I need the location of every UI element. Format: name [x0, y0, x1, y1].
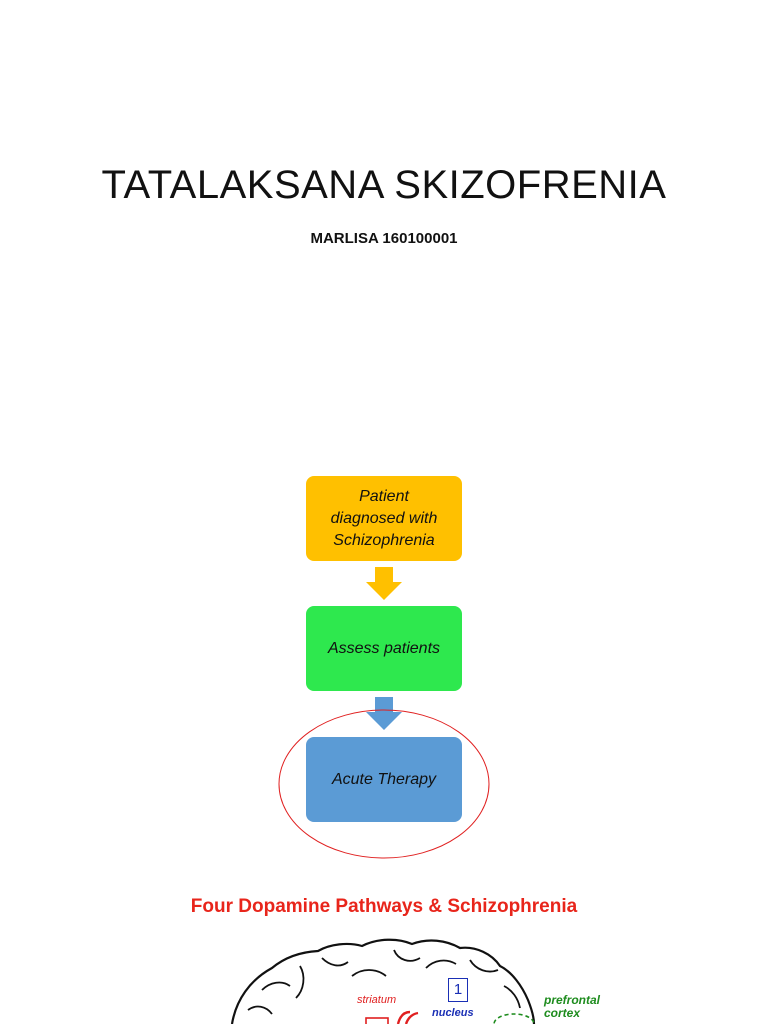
down-arrow-shape	[366, 697, 402, 730]
label-striatum: striatum	[357, 994, 397, 1006]
brain-fold	[469, 959, 499, 973]
brain-fold	[261, 981, 291, 991]
brain-outline	[230, 938, 536, 1024]
prefrontal-cortex-region	[493, 1013, 535, 1024]
highlight-ellipse-shape	[278, 709, 490, 859]
brain-fold	[321, 957, 349, 967]
label-nucleus-accumbens: nucleus	[432, 1007, 474, 1019]
down-arrow-icon	[366, 567, 402, 600]
flow-step-assess: Assess patients	[306, 606, 462, 691]
brain-fold	[295, 965, 305, 999]
slide-title: TATALAKSANA SKIZOFRENIA	[101, 163, 667, 207]
flow-step-acute-therapy: Acute Therapy	[306, 737, 462, 822]
pathway-number-badge: 1	[448, 978, 468, 1002]
flow-step-diagnosed: Patient diagnosed with Schizophrenia	[306, 476, 462, 561]
brain-fold	[503, 985, 521, 1009]
brain-fold	[425, 959, 457, 969]
nigrostriatal-pathway	[404, 1011, 419, 1024]
down-arrow-icon	[366, 697, 402, 730]
brain-outline-illustration	[230, 938, 536, 1024]
slide-subtitle: MARLISA 160100001	[310, 230, 458, 247]
brain-fold	[247, 1005, 273, 1015]
nigrostriatal-pathway	[396, 1010, 411, 1024]
brain-fold	[351, 969, 387, 977]
highlight-ellipse	[278, 709, 490, 859]
diagram-title: Four Dopamine Pathways & Schizophrenia	[190, 896, 578, 917]
brain-fold	[393, 949, 421, 962]
label-prefrontal-cortex: prefrontal cortex	[544, 993, 601, 1020]
striatum-shape	[365, 1017, 389, 1024]
down-arrow-shape	[366, 567, 402, 600]
